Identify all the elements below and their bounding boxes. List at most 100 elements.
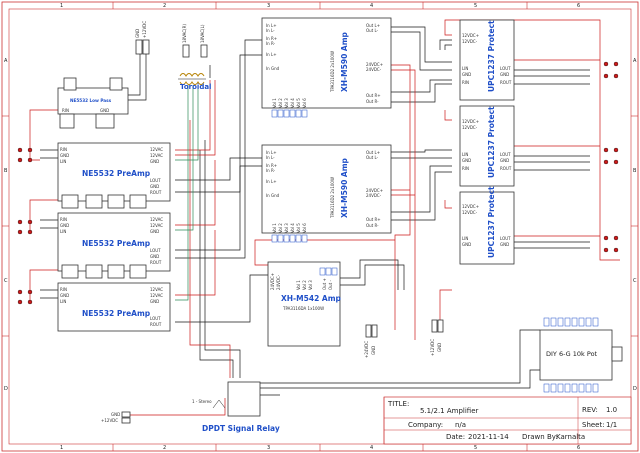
pin-label: In L- (266, 28, 275, 33)
pin-label: GND (150, 184, 159, 189)
pin-label: RIN (462, 166, 469, 171)
gnd-label: GND (371, 346, 376, 355)
company-value: n/a (455, 421, 466, 429)
pin-label: LOUT (500, 152, 511, 157)
amp-chip-label: TPA3116D2 2x100W (330, 51, 335, 93)
pin-label: Vol 6 (302, 223, 307, 233)
col-label: 3 (267, 3, 270, 9)
col-label: 1 (60, 3, 63, 9)
xh-m590-amp-2: In L+ In L- In R+ In R- In L+ In Gnd Out… (261, 144, 392, 243)
row-label: A (633, 58, 637, 64)
gnd-label: GND (111, 412, 120, 417)
pin-label: Vol 1 (272, 223, 277, 233)
amp-label: XH-M542 Amp (281, 294, 342, 303)
preamp-1: RIN GND LIN NE5532 PreAmp 12VAC 12VAC GN… (57, 142, 171, 209)
pin-label: RIN (462, 80, 469, 85)
pin-label: LIN (462, 66, 468, 71)
pin-label: GND (500, 242, 509, 247)
pin-label: 12VDC- (462, 39, 478, 44)
pin-label: Out R- (366, 99, 379, 104)
pin-label: Vol 2 (278, 223, 283, 233)
pin-label: ROUT (150, 322, 162, 327)
row-label: C (4, 278, 8, 284)
pin-label: 12VDC+ (462, 33, 479, 38)
sheet-label: Sheet: (582, 421, 605, 429)
lowpass-module: NE5532 Low Pass RIN GND (57, 77, 129, 129)
pin-label: 12VDC- (462, 125, 478, 130)
pin-label: Vol 5 (296, 98, 301, 108)
drawn-value: Karnalta (556, 433, 585, 441)
col-label: 2 (163, 3, 166, 9)
row-label: A (4, 58, 8, 64)
12vdc-label: +12VDC (430, 339, 435, 356)
pin-label: LOUT (150, 248, 161, 253)
col-label: 4 (370, 445, 373, 451)
pin-label: 12VAC (150, 217, 163, 222)
col-label: 6 (577, 445, 580, 451)
toroidal-transformer: Toroidal (178, 73, 211, 91)
drawn-label: Drawn By: (522, 433, 558, 441)
amp-chip-label: TPA3116DA 1x100W (282, 306, 324, 311)
ac-label: 18VAC(R) (182, 24, 187, 43)
col-label: 3 (267, 445, 270, 451)
pin-label: LOUT (500, 66, 511, 71)
wires-green (175, 85, 199, 301)
col-label: 2 (163, 445, 166, 451)
pin-label: GND (60, 293, 69, 298)
pin-label: Out R+ (366, 93, 381, 98)
col-label: 4 (370, 3, 373, 9)
preamp-label: NE5532 PreAmp (82, 309, 151, 318)
row-label: D (4, 386, 8, 392)
pin-label: In L+ (266, 150, 277, 155)
pin-label: GND (150, 229, 159, 234)
pin-label: 24VDC+ (366, 62, 383, 67)
rev-label: REV: (582, 406, 598, 414)
pin-label: RIN (60, 287, 67, 292)
pot-label: DIY 6-G 10k Pot (546, 350, 598, 358)
pin-label: GND (462, 158, 471, 163)
col-label: 5 (474, 445, 477, 451)
xh-m590-amp-1: In L+ In L- In R+ In R- In L+ In Gnd Out… (261, 17, 392, 118)
pin-label: Vol 2 (302, 280, 307, 290)
pin-label: RIN (62, 108, 69, 113)
pin-label: In R+ (266, 36, 277, 41)
pin-label: Out L+ (366, 150, 380, 155)
toroidal-label: Toroidal (180, 83, 211, 91)
col-label: 5 (474, 3, 477, 9)
pin-label: Vol 3 (284, 223, 289, 233)
pin-label: GND (150, 299, 159, 304)
row-label: B (633, 168, 637, 174)
pin-label: 24VDC+ (270, 273, 275, 290)
date-label: Date: (446, 433, 465, 441)
dpdt-relay: 1 - Stereo DPDT Signal Relay GND +12VDC (101, 381, 280, 433)
pin-label: In L+ (266, 52, 277, 57)
pin-label: 24VDC- (366, 193, 382, 198)
toroidal-ac-connector: 18VAC(R) 18VAC(L) (182, 24, 208, 58)
pin-label: RIN (60, 217, 67, 222)
pin-label: Vol 1 (272, 98, 277, 108)
pin-label: 12VDC+ (462, 204, 479, 209)
pin-label: In L+ (266, 23, 277, 28)
border-labels: 1 2 3 4 5 6 1 2 3 4 5 6 A B C D A B C D (4, 3, 637, 451)
pin-label: ROUT (500, 166, 512, 171)
pin-label: In L+ (266, 179, 277, 184)
preamp-3: RIN GND LIN NE5532 PreAmp 12VAC 12VAC GN… (57, 282, 171, 332)
pin-label: Out + (322, 278, 327, 290)
power-connector-12v: +12VDC GND (430, 319, 444, 356)
pin-label: 12VAC (150, 287, 163, 292)
pin-label: In R- (266, 41, 276, 46)
pin-label: Vol 2 (278, 98, 283, 108)
input-jacks-left (17, 147, 33, 305)
pin-label: ROUT (150, 190, 162, 195)
title-block: TITLE: 5.1/2.1 Amplifier REV: 1.0 Compan… (383, 396, 632, 445)
pin-label: In Gnd (266, 193, 280, 198)
pin-label: 12VDC- (462, 210, 478, 215)
pin-label: LOUT (150, 178, 161, 183)
upc-label: UPC1237 Protect (487, 20, 496, 92)
pin-label: 12VAC (150, 293, 163, 298)
upc1237-protect-2: 12VDC+ 12VDC- LIN GND RIN LOUT GND ROUT … (459, 105, 515, 187)
date-value: 2021-11-14 (468, 433, 509, 441)
pin-label: LIN (60, 299, 66, 304)
